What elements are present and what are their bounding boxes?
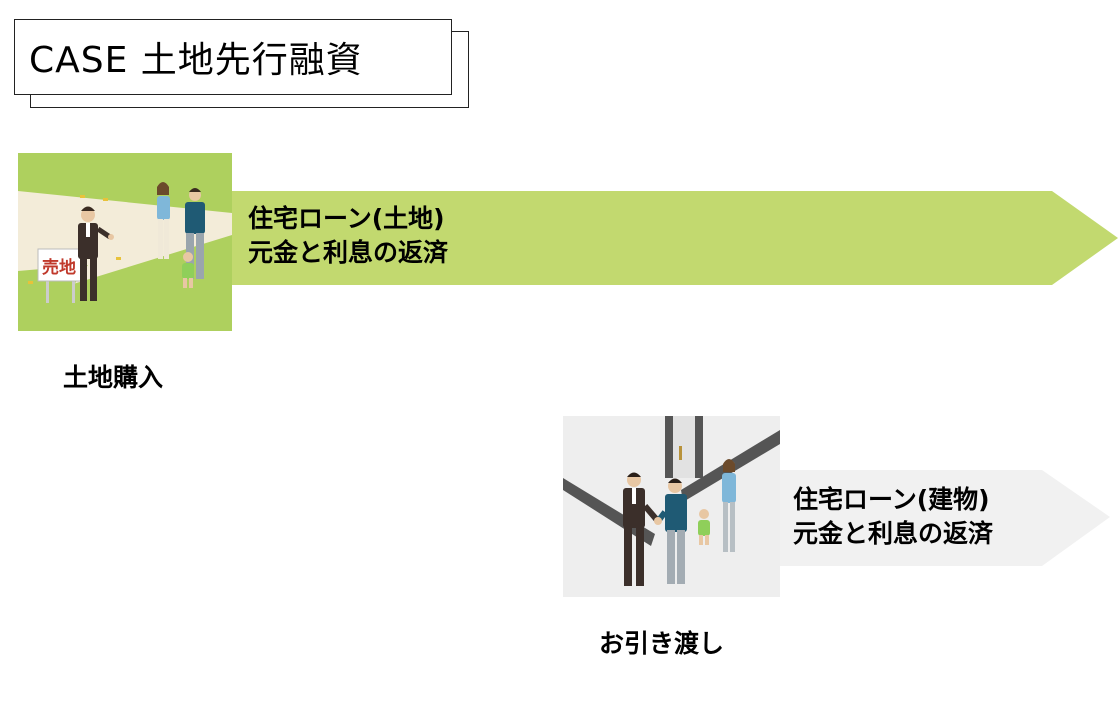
building-loan-arrow xyxy=(780,470,1110,566)
page-title: CASE 土地先行融資 xyxy=(14,19,452,95)
building-loan-label: 住宅ローン(建物) 元金と利息の返済 xyxy=(793,483,993,551)
woman-figure xyxy=(722,459,736,552)
land-loan-line2: 元金と利息の返済 xyxy=(248,238,449,267)
salesman-figure xyxy=(78,206,114,301)
building-loan-line1: 住宅ローン(建物) xyxy=(793,485,990,514)
land-loan-arrow xyxy=(230,191,1118,285)
building-loan-line2: 元金と利息の返済 xyxy=(793,519,994,548)
land-loan-label: 住宅ローン(土地) 元金と利息の返済 xyxy=(248,202,448,270)
customer-figure xyxy=(654,478,687,584)
land-purchase-illustration: 売地 xyxy=(18,153,232,331)
child-figure xyxy=(698,509,710,545)
child-figure xyxy=(182,252,194,288)
handover-illustration xyxy=(563,416,780,597)
land-loan-line1: 住宅ローン(土地) xyxy=(248,204,445,233)
land-for-sale-sign: 売地 xyxy=(37,248,85,303)
page-title-text: CASE 土地先行融資 xyxy=(29,40,363,81)
woman-figure xyxy=(157,182,170,259)
sign-text: 売地 xyxy=(42,257,76,278)
handover-caption: お引き渡し xyxy=(599,629,725,658)
agent-figure xyxy=(623,472,660,586)
land-purchase-caption: 土地購入 xyxy=(63,363,164,392)
